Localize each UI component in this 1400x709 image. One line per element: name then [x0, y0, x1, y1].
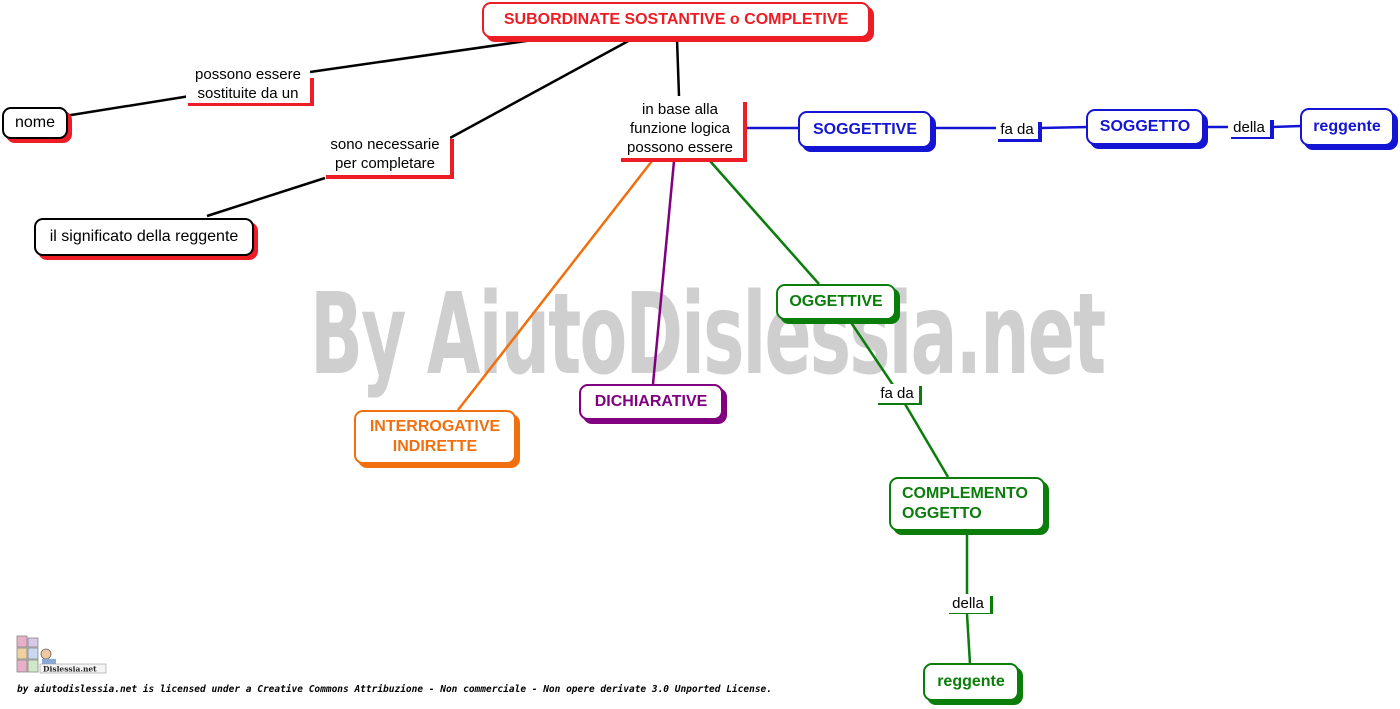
complemento-line1: COMPLEMENTO: [902, 485, 1028, 502]
significato-label: il significato della reggente: [49, 228, 239, 245]
edge-root-possono: [309, 37, 541, 74]
edge-inbase-oggettive: [709, 160, 820, 285]
soggettive-label: SOGGETTIVE: [812, 120, 917, 138]
link-possono-line1: possono essere: [195, 66, 301, 83]
soggettive-node: SOGGETTIVE: [798, 111, 932, 148]
reggente-green-label: reggente: [937, 673, 1005, 690]
edge-della-reggente: [1271, 124, 1302, 129]
link-sono-necessarie: sono necessarie per completare: [320, 135, 450, 173]
edge-fada-complemento: [903, 403, 950, 478]
watermark-text: By AiutoDislessia.net: [310, 270, 1106, 400]
edge-root-inbase: [675, 38, 681, 97]
oggettive-node: OGGETTIVE: [776, 284, 896, 320]
accent-necessarie: [326, 139, 454, 179]
link-in-base: in base alla funzione logica possono ess…: [618, 100, 742, 157]
edge-fada-soggetto: [1039, 125, 1089, 130]
license-footer: by aiutodislessia.net is licensed under …: [17, 684, 772, 695]
edge-inbase-interrogative: [457, 160, 653, 411]
root-concept-node: SUBORDINATE SOSTANTIVE o COMPLETIVE: [482, 2, 870, 38]
edge-necessarie-significato: [206, 176, 326, 218]
interrogative-line2: INDIRETTE: [392, 438, 478, 455]
edge-oggettive-fada: [848, 320, 895, 386]
link-fada-green-label: fa da: [880, 385, 914, 402]
significato-node: il significato della reggente: [34, 218, 254, 256]
complemento-oggetto-node: COMPLEMENTO OGGETTO: [889, 477, 1045, 531]
logo-text: Dislessia.net: [43, 665, 97, 674]
dichiarative-label: DICHIARATIVE: [594, 393, 708, 410]
complemento-line2: OGGETTO: [902, 505, 982, 522]
soggetto-label: SOGGETTO: [1099, 118, 1191, 135]
link-necessarie-line1: sono necessarie: [330, 136, 440, 153]
aiutodislessia-logo: Dislessia.net: [16, 635, 107, 674]
nome-label: nome: [14, 114, 56, 131]
reggente-blue-node: reggente: [1300, 108, 1394, 146]
link-possono-sostituite: possono essere sostituite da un: [186, 65, 310, 103]
link-della-green-label: della: [952, 595, 984, 612]
edge-della-reggente-green: [965, 613, 972, 665]
interrogative-indirette-node: INTERROGATIVE INDIRETTE: [354, 410, 516, 464]
link-della-blue-label: della: [1233, 119, 1265, 136]
link-fa-da-blue: fa da: [996, 120, 1038, 139]
edge-root-necessarie: [449, 37, 633, 140]
accent-possono: [188, 78, 314, 106]
dichiarative-node: DICHIARATIVE: [579, 384, 723, 420]
interrogative-line1: INTERROGATIVE: [369, 418, 501, 435]
link-fada-blue-label: fa da: [1000, 121, 1034, 138]
link-della-blue: della: [1228, 118, 1270, 137]
reggente-green-node: reggente: [923, 663, 1019, 701]
root-label: SUBORDINATE SOSTANTIVE o COMPLETIVE: [503, 11, 849, 28]
link-inbase-line1: in base alla: [642, 101, 718, 118]
link-inbase-line2: funzione logica: [629, 120, 731, 137]
accent-inbase: [621, 102, 747, 162]
link-necessarie-line2: per completare: [334, 155, 436, 172]
accent-della-blue: [1231, 120, 1274, 139]
link-inbase-line3: possono essere: [627, 139, 733, 156]
reggente-blue-label: reggente: [1313, 118, 1381, 135]
edge-possono-nome: [64, 94, 191, 118]
link-possono-line2: sostituite da un: [197, 85, 299, 102]
soggetto-node: SOGGETTO: [1086, 109, 1204, 145]
link-fa-da-green: fa da: [875, 384, 919, 403]
nome-node: nome: [2, 107, 68, 139]
accent-fada-green: [878, 386, 922, 405]
oggettive-label: OGGETTIVE: [789, 293, 883, 310]
accent-fada-blue: [998, 122, 1042, 142]
link-della-green: della: [946, 594, 990, 613]
edge-inbase-dichiarative: [651, 160, 676, 385]
